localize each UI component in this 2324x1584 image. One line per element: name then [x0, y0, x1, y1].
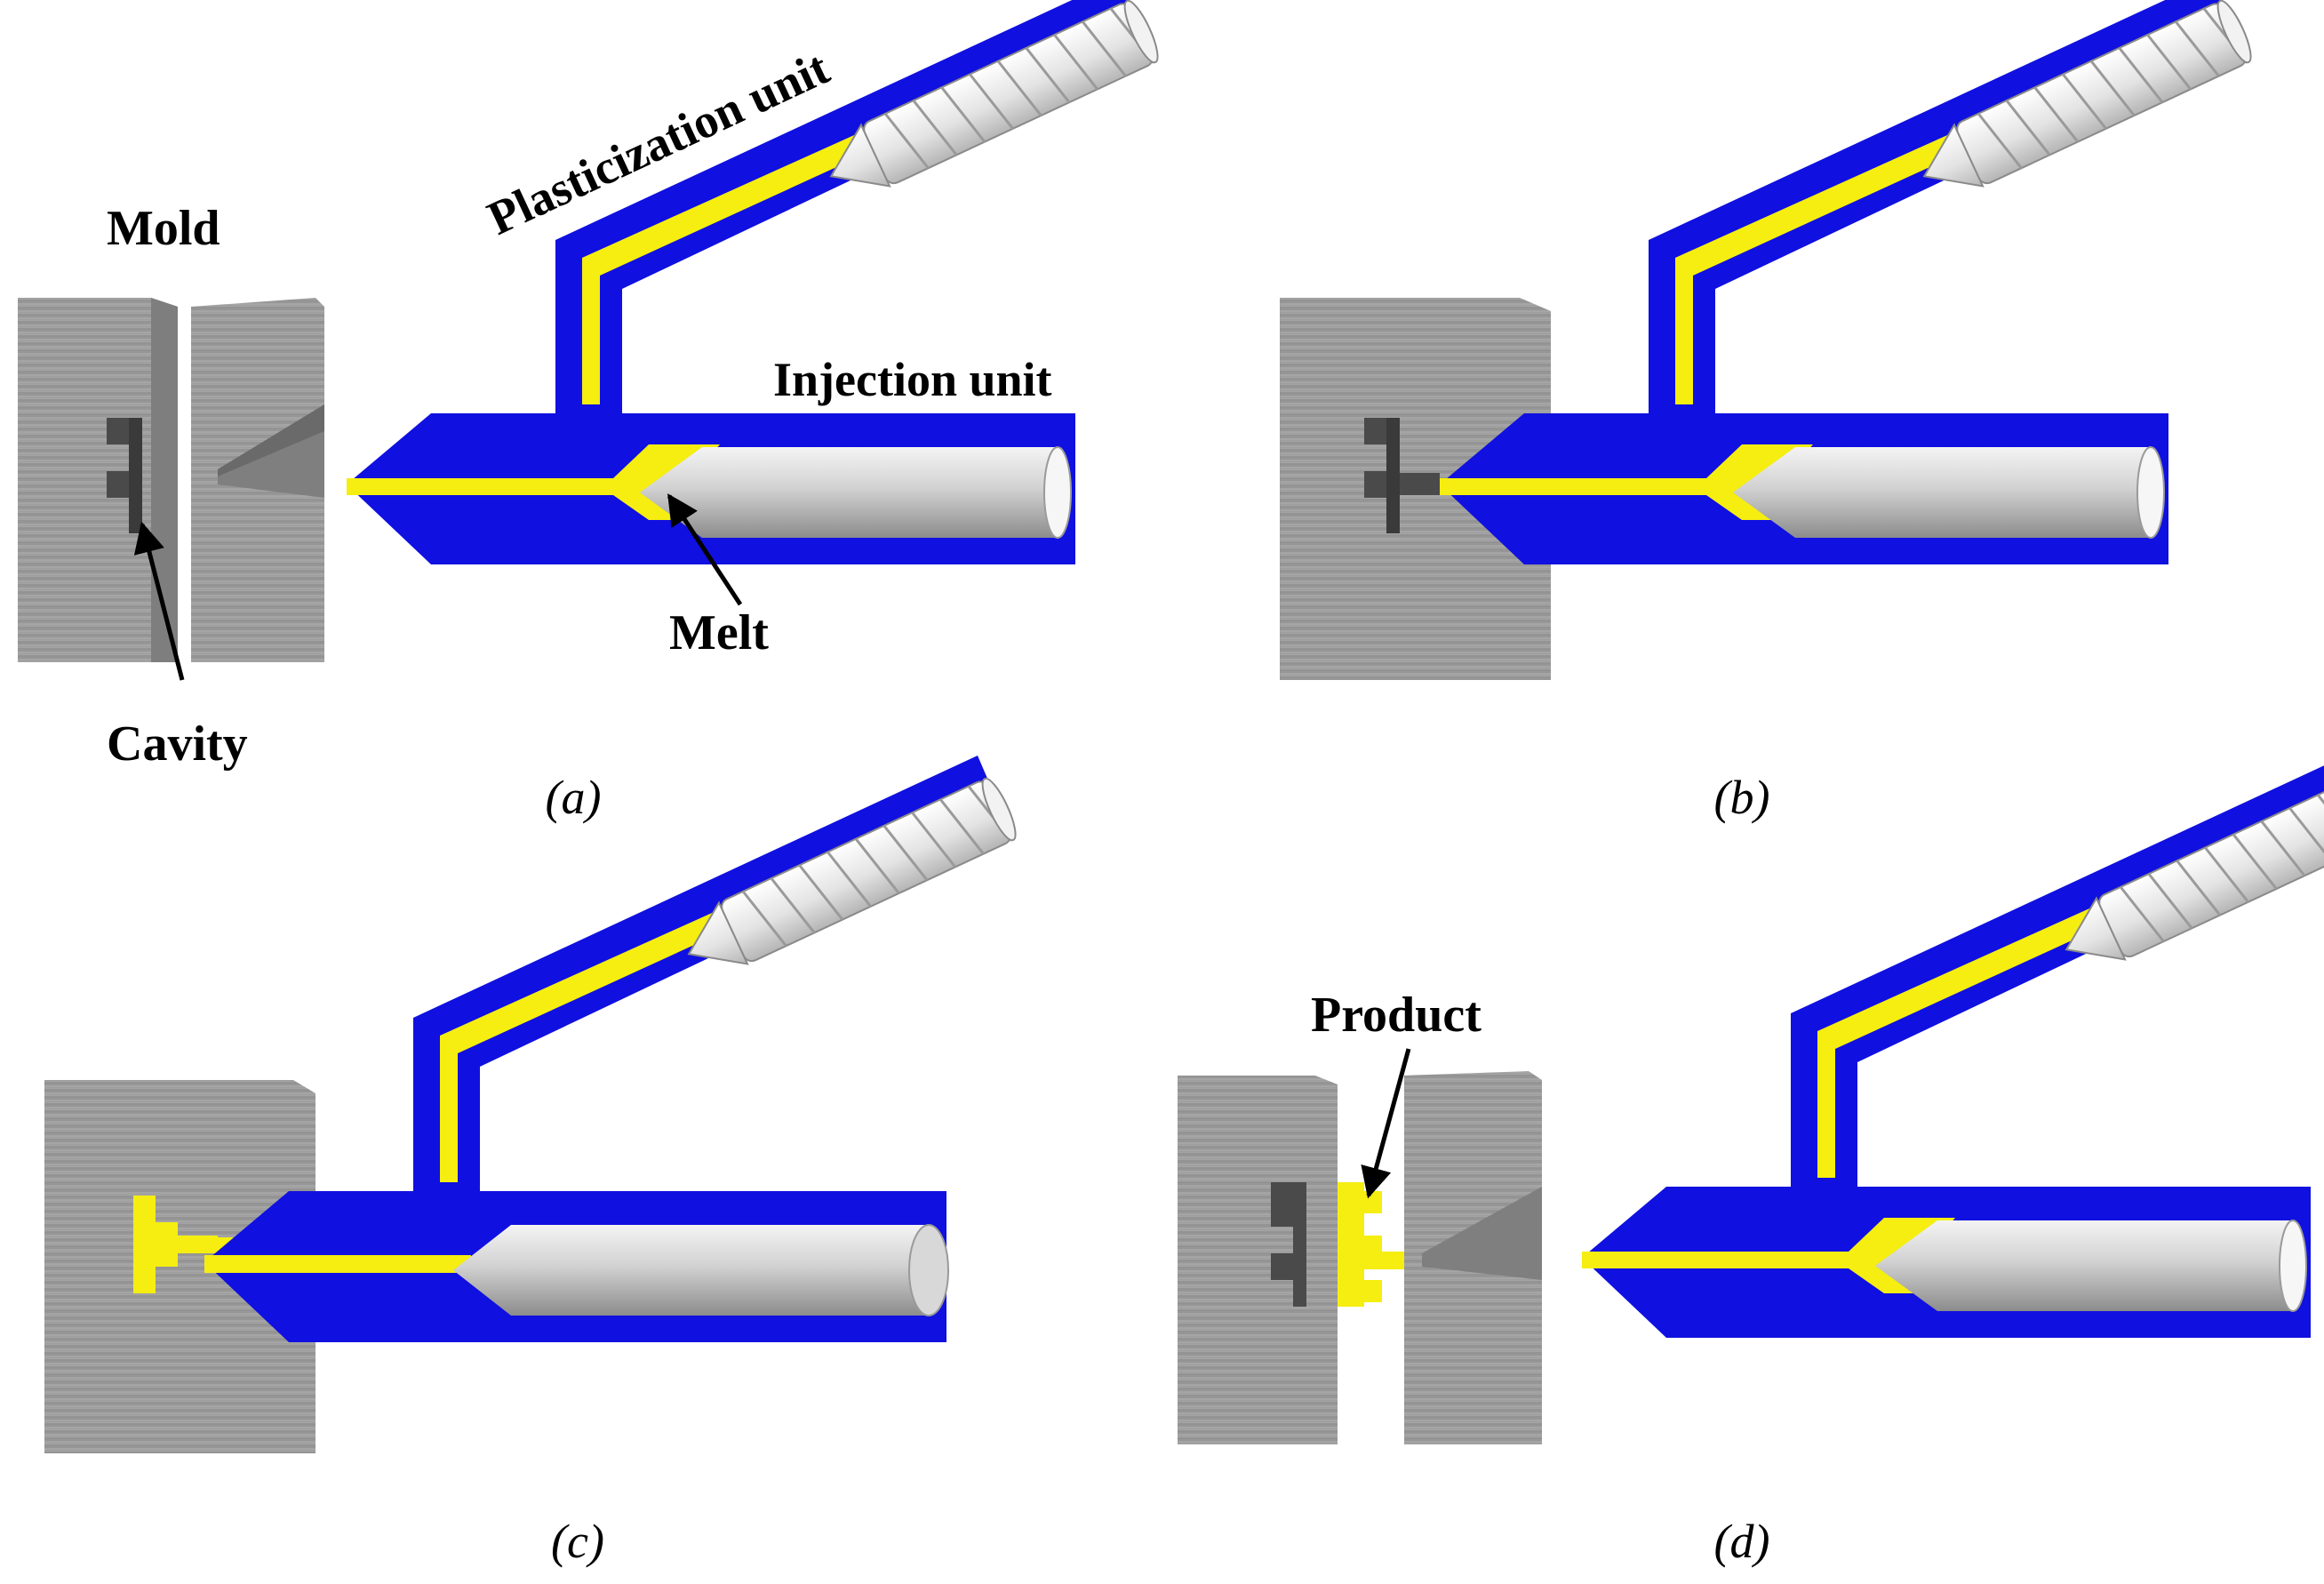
panel-c: (c) [44, 756, 1017, 1568]
label-product: Product [1311, 988, 1481, 1043]
injection-machine-b [1438, 0, 2258, 566]
label-cavity: Cavity [107, 716, 248, 772]
panel-b: (b) [1280, 0, 2258, 824]
injection-machine-d [1580, 749, 2324, 1340]
label-melt: Melt [669, 605, 769, 660]
label-mold: Mold [107, 201, 220, 256]
caption-d: (d) [1714, 1515, 1770, 1568]
mold-right-half [191, 298, 324, 662]
caption-c: (c) [551, 1515, 604, 1568]
label-injection-unit: Injection unit [773, 353, 1052, 406]
caption-b: (b) [1714, 771, 1770, 824]
product-part [1338, 1182, 1413, 1307]
arrow-product [1361, 1048, 1411, 1199]
mold-closed-c [44, 1080, 315, 1453]
mold-right-half-d [1404, 1071, 1542, 1444]
mold-left-half-d [1178, 1076, 1338, 1444]
panel-d: Product (d) [1178, 749, 2324, 1568]
caption-a: (a) [546, 771, 602, 824]
arrow-cavity [133, 521, 185, 681]
injection-machine-c [204, 756, 1017, 1342]
mold-closed-b [1280, 298, 1551, 680]
mold-left-half [18, 298, 178, 662]
arrow-melt [667, 493, 743, 606]
panel-a: Mold Plasticization unit Injection unit … [18, 0, 1165, 824]
